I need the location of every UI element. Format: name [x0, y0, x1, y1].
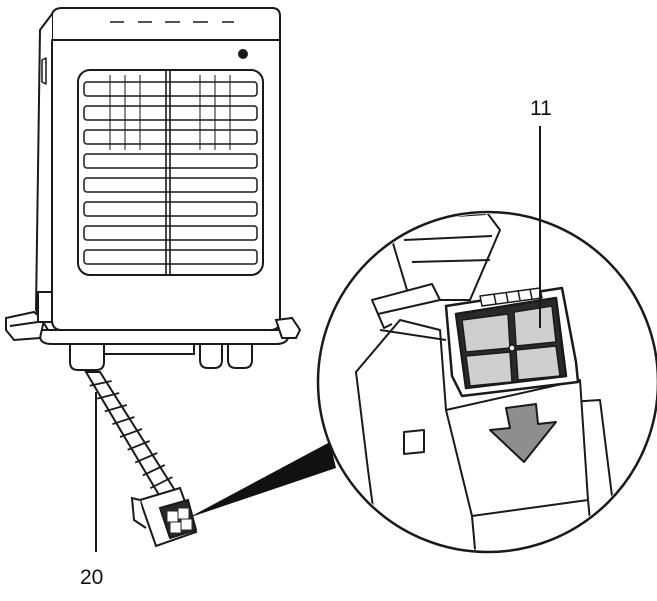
hose-rib	[112, 416, 135, 426]
hose-rib	[96, 392, 120, 400]
down-arrow-icon	[489, 403, 557, 463]
right-caster	[274, 316, 302, 339]
power-indicator-icon	[238, 49, 248, 59]
base-feet	[69, 343, 253, 371]
leader-lines	[95, 126, 541, 552]
hose-rib	[119, 428, 143, 438]
air-cooler-body	[35, 7, 289, 345]
left-caster	[5, 291, 53, 342]
callout-label-hose: 20	[80, 566, 104, 589]
hose-rib	[142, 464, 166, 477]
hose-rib	[104, 404, 128, 413]
grille-louver	[83, 249, 258, 265]
drain-hose-ribs	[89, 380, 173, 490]
grille-vanes	[109, 75, 231, 150]
hose-rib	[134, 452, 158, 464]
drain-hose	[84, 371, 178, 502]
hose-rib	[89, 380, 112, 387]
magnify-cone	[188, 442, 336, 518]
grille-louver	[83, 105, 258, 121]
filter	[444, 286, 580, 398]
grille-louver	[83, 177, 258, 193]
grille-louver	[83, 201, 258, 217]
hose-end-fitting	[130, 486, 198, 548]
hose-rib	[149, 476, 173, 490]
grille-louver	[83, 81, 258, 97]
hose-rib	[127, 440, 150, 451]
grille-louver	[83, 153, 258, 169]
callout-label-filter: 11	[530, 97, 552, 120]
front-grille	[77, 69, 264, 276]
grille-louver	[83, 225, 258, 241]
grille-louvers	[83, 81, 258, 265]
detail-inset	[316, 210, 657, 554]
grille-louver	[83, 129, 258, 145]
